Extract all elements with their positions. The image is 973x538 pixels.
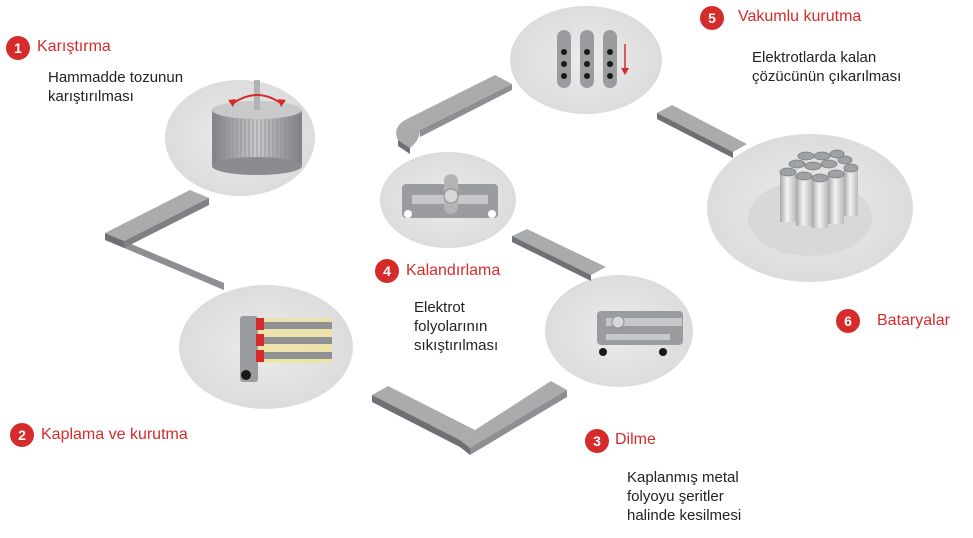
step-1-desc-line-2: karıştırılması xyxy=(48,88,134,105)
slitting-machine xyxy=(597,311,683,356)
step-4-desc-line-1: Elektrot xyxy=(414,299,465,316)
step-3-desc-line-1: Kaplanmış metal xyxy=(627,469,739,486)
step-3-desc-line-2: folyoyu şeritler xyxy=(627,488,724,505)
step-4-desc-line-3: sıkıştırılması xyxy=(414,337,499,354)
step-5-badge: 5 xyxy=(700,6,724,30)
conveyor-upper-curve xyxy=(396,75,512,154)
step-5-description: Elektrotlarda kalan çözücünün çıkarılmas… xyxy=(752,48,901,86)
coating-machine xyxy=(240,316,332,382)
step-2-badge: 2 xyxy=(10,423,34,447)
step-4-badge: 4 xyxy=(375,259,399,283)
step-5-desc-line-1: Elektrotlarda kalan xyxy=(752,49,877,66)
conveyor-right xyxy=(657,105,747,158)
conveyor-left-l xyxy=(105,190,224,290)
step-3-badge: 3 xyxy=(585,429,609,453)
conveyor-bottom-v xyxy=(372,381,567,455)
step-5-desc-line-2: çözücünün çıkarılması xyxy=(752,68,902,85)
calendering-machine xyxy=(402,174,498,218)
mixer-drum xyxy=(212,80,302,175)
step-5-title: Vakumlu kurutma xyxy=(738,8,862,25)
step-6-badge: 6 xyxy=(836,309,860,333)
step-1-title: Karıştırma xyxy=(37,38,111,55)
step-4-title: Kalandırlama xyxy=(406,262,501,279)
step-1-badge: 1 xyxy=(6,36,30,60)
step-1-description: Hammadde tozunun karıştırılması xyxy=(48,68,183,106)
step-1-desc-line-1: Hammadde tozunun xyxy=(48,69,184,86)
step-4-description: Elektrot folyolarının sıkıştırılması xyxy=(414,298,498,355)
step-4-desc-line-2: folyolarının xyxy=(414,318,488,335)
step-2-title: Kaplama ve kurutma xyxy=(41,426,188,443)
step-6-title: Bataryalar xyxy=(877,312,950,329)
step-3-description: Kaplanmış metal folyoyu şeritler halinde… xyxy=(627,468,741,525)
vacuum-drying-rollers xyxy=(557,30,629,88)
battery-cells xyxy=(779,149,859,228)
step-3-title: Dilme xyxy=(615,431,656,448)
conveyor-middle xyxy=(512,229,606,281)
step-3-desc-line-3: halinde kesilmesi xyxy=(627,507,742,524)
